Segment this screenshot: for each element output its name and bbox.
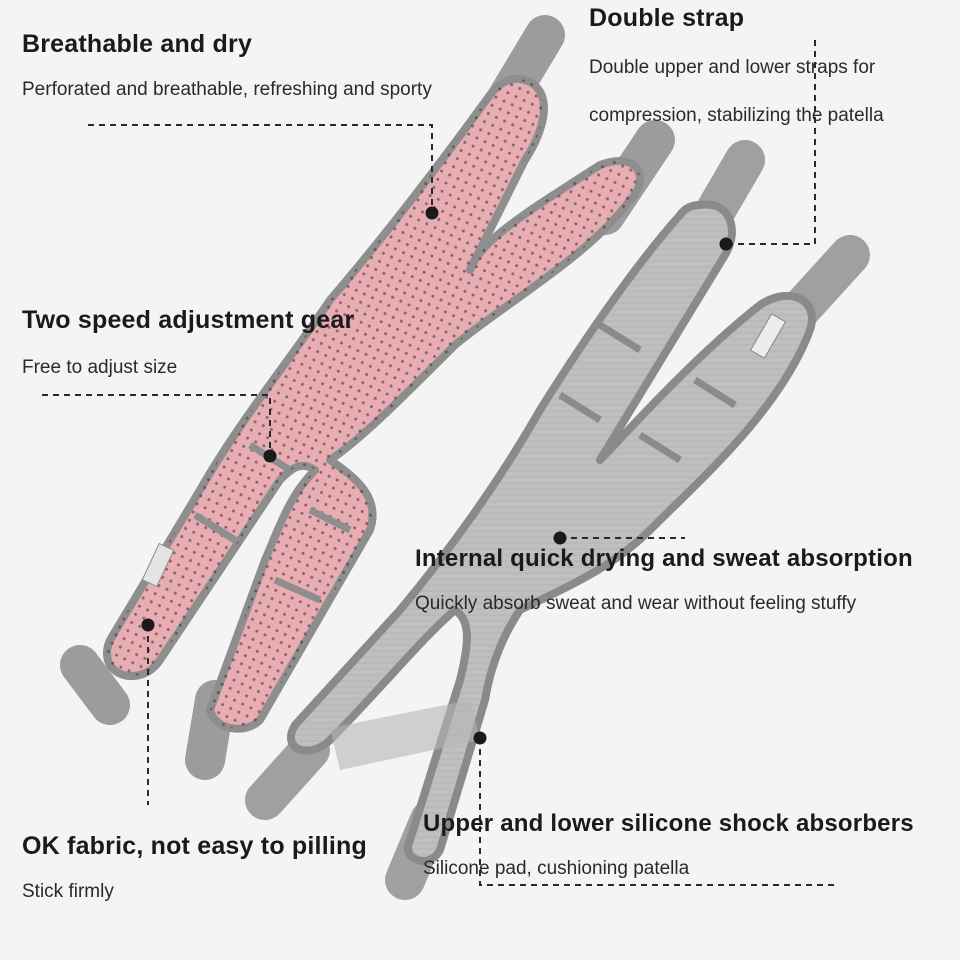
- feature-breathable: Breathable and dry Perforated and breath…: [22, 30, 432, 101]
- feature-desc: Silicone pad, cushioning patella: [423, 858, 690, 879]
- feature-title: Double strap: [589, 4, 745, 32]
- feature-title: Upper and lower silicone shock absorbers: [423, 810, 914, 837]
- feature-title: Breathable and dry: [22, 30, 253, 58]
- feature-desc-line1: Double upper and lower straps for: [589, 57, 876, 78]
- pink-knee-brace: [103, 74, 644, 733]
- feature-ok-fabric: OK fabric, not easy to pilling Stick fir…: [22, 832, 367, 903]
- feature-double-strap: Double strap Double upper and lower stra…: [589, 4, 884, 127]
- feature-two-speed: Two speed adjustment gear Free to adjust…: [22, 306, 354, 379]
- grey-knee-brace: [286, 200, 816, 865]
- callout-dots: [141, 206, 733, 745]
- feature-desc: Perforated and breathable, refreshing an…: [22, 79, 432, 100]
- callout-lines: [42, 40, 838, 886]
- feature-desc-line2: compression, stabilizing the patella: [589, 105, 884, 126]
- feature-desc: Stick firmly: [22, 881, 114, 902]
- feature-title: Internal quick drying and sweat absorpti…: [415, 545, 913, 572]
- feature-internal-drying: Internal quick drying and sweat absorpti…: [415, 545, 913, 615]
- feature-desc: Quickly absorb sweat and wear without fe…: [415, 593, 857, 614]
- feature-desc: Free to adjust size: [22, 357, 178, 378]
- feature-silicone: Upper and lower silicone shock absorbers…: [423, 810, 914, 880]
- feature-title: Two speed adjustment gear: [22, 306, 355, 334]
- feature-title: OK fabric, not easy to pilling: [22, 832, 367, 860]
